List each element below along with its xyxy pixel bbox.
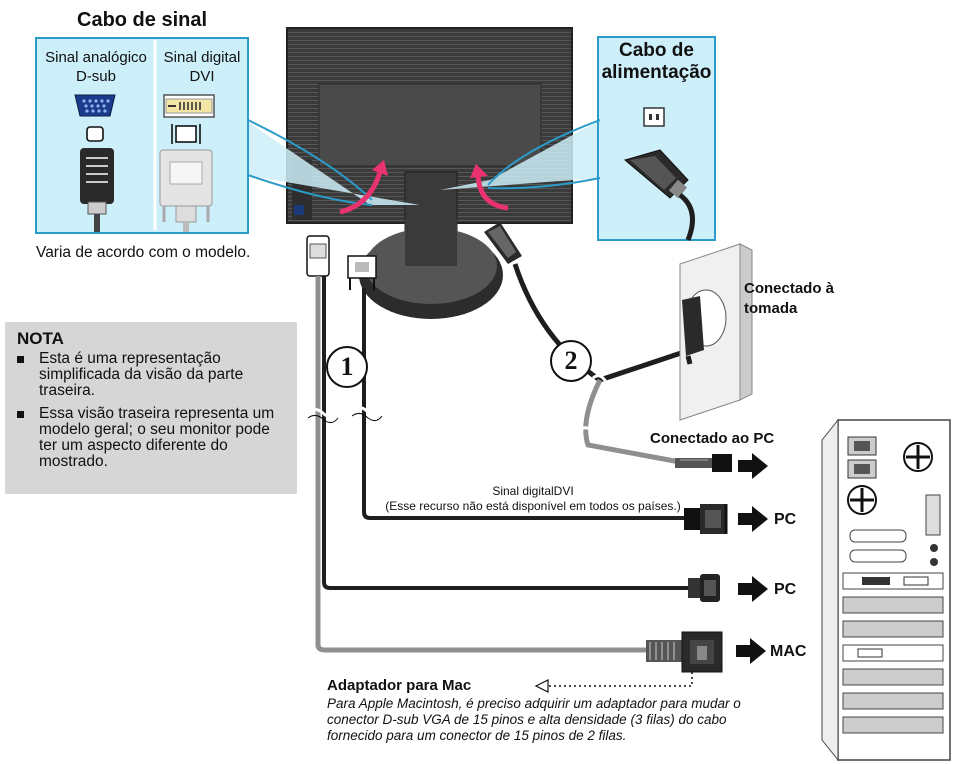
bullet-icon (17, 356, 24, 363)
dvi-port-icon (163, 94, 215, 144)
target-pc-dsub: PC (774, 581, 797, 598)
arrow-icon (736, 453, 768, 664)
note-item-text: Essa visão traseira representa um modelo… (39, 405, 275, 470)
digital-signal-label: Sinal digital (163, 49, 241, 66)
dvi-availability-note: (Esse recurso não está disponível em tod… (385, 499, 681, 513)
note-item-text: Esta é uma representação simplificada da… (39, 350, 244, 399)
dsub-label: D-sub (75, 68, 116, 85)
dsub-plug-icon (80, 148, 114, 232)
note-item: Essa visão traseira representa um modelo… (17, 406, 289, 470)
note-box: NOTA Esta é uma representação simplifica… (5, 322, 297, 494)
note-item: Esta é uma representação simplificada da… (17, 351, 289, 399)
dvi-signal-label: Sinal digitalDVI (492, 484, 574, 498)
signal-cable-panel (35, 37, 420, 234)
power-plug-icon (623, 149, 695, 241)
dvi-plug-icon (159, 149, 213, 232)
pc-tower-icon (821, 418, 951, 762)
pink-arrow-icon (339, 160, 509, 215)
monitor-back (286, 27, 573, 319)
pc-power-plug-icon (675, 454, 732, 472)
model-note: Varia de acordo com o modelo. (36, 244, 251, 261)
outlet-label-line1: Conectado à (744, 280, 835, 297)
bullet-icon (17, 411, 24, 418)
dvi-plug-pc-icon (684, 504, 728, 534)
analog-signal-label: Sinal analógico (45, 49, 147, 66)
mac-adapter-icon (646, 631, 723, 673)
dotted-arrow-head (534, 679, 549, 693)
signal-cables (306, 235, 690, 653)
step-1-badge: 1 (326, 346, 368, 388)
power-cable-title-line2: alimentação (601, 62, 712, 83)
note-title: NOTA (17, 329, 64, 348)
step-2-badge: 2 (550, 340, 592, 382)
target-pc-dvi: PC (774, 511, 797, 528)
power-cable (484, 222, 691, 465)
signal-cable-title: Cabo de sinal (77, 9, 208, 31)
mac-adapter-title: Adaptador para Mac (327, 677, 472, 694)
mac-adapter-description: Para Apple Macintosh, é preciso adquirir… (327, 696, 741, 743)
power-cable-panel (440, 36, 716, 241)
power-cable-title-line1: Cabo de (619, 40, 694, 61)
outlet-label-line2: tomada (744, 300, 798, 317)
dsub-plug-pc-icon (688, 574, 720, 602)
dsub-port-icon (74, 94, 116, 142)
wall-outlet-icon (679, 243, 753, 421)
dotted-arrow (540, 672, 693, 687)
target-mac: MAC (770, 643, 807, 660)
dvi-label: DVI (189, 68, 215, 85)
pc-power-label: Conectado ao PC (650, 430, 775, 447)
